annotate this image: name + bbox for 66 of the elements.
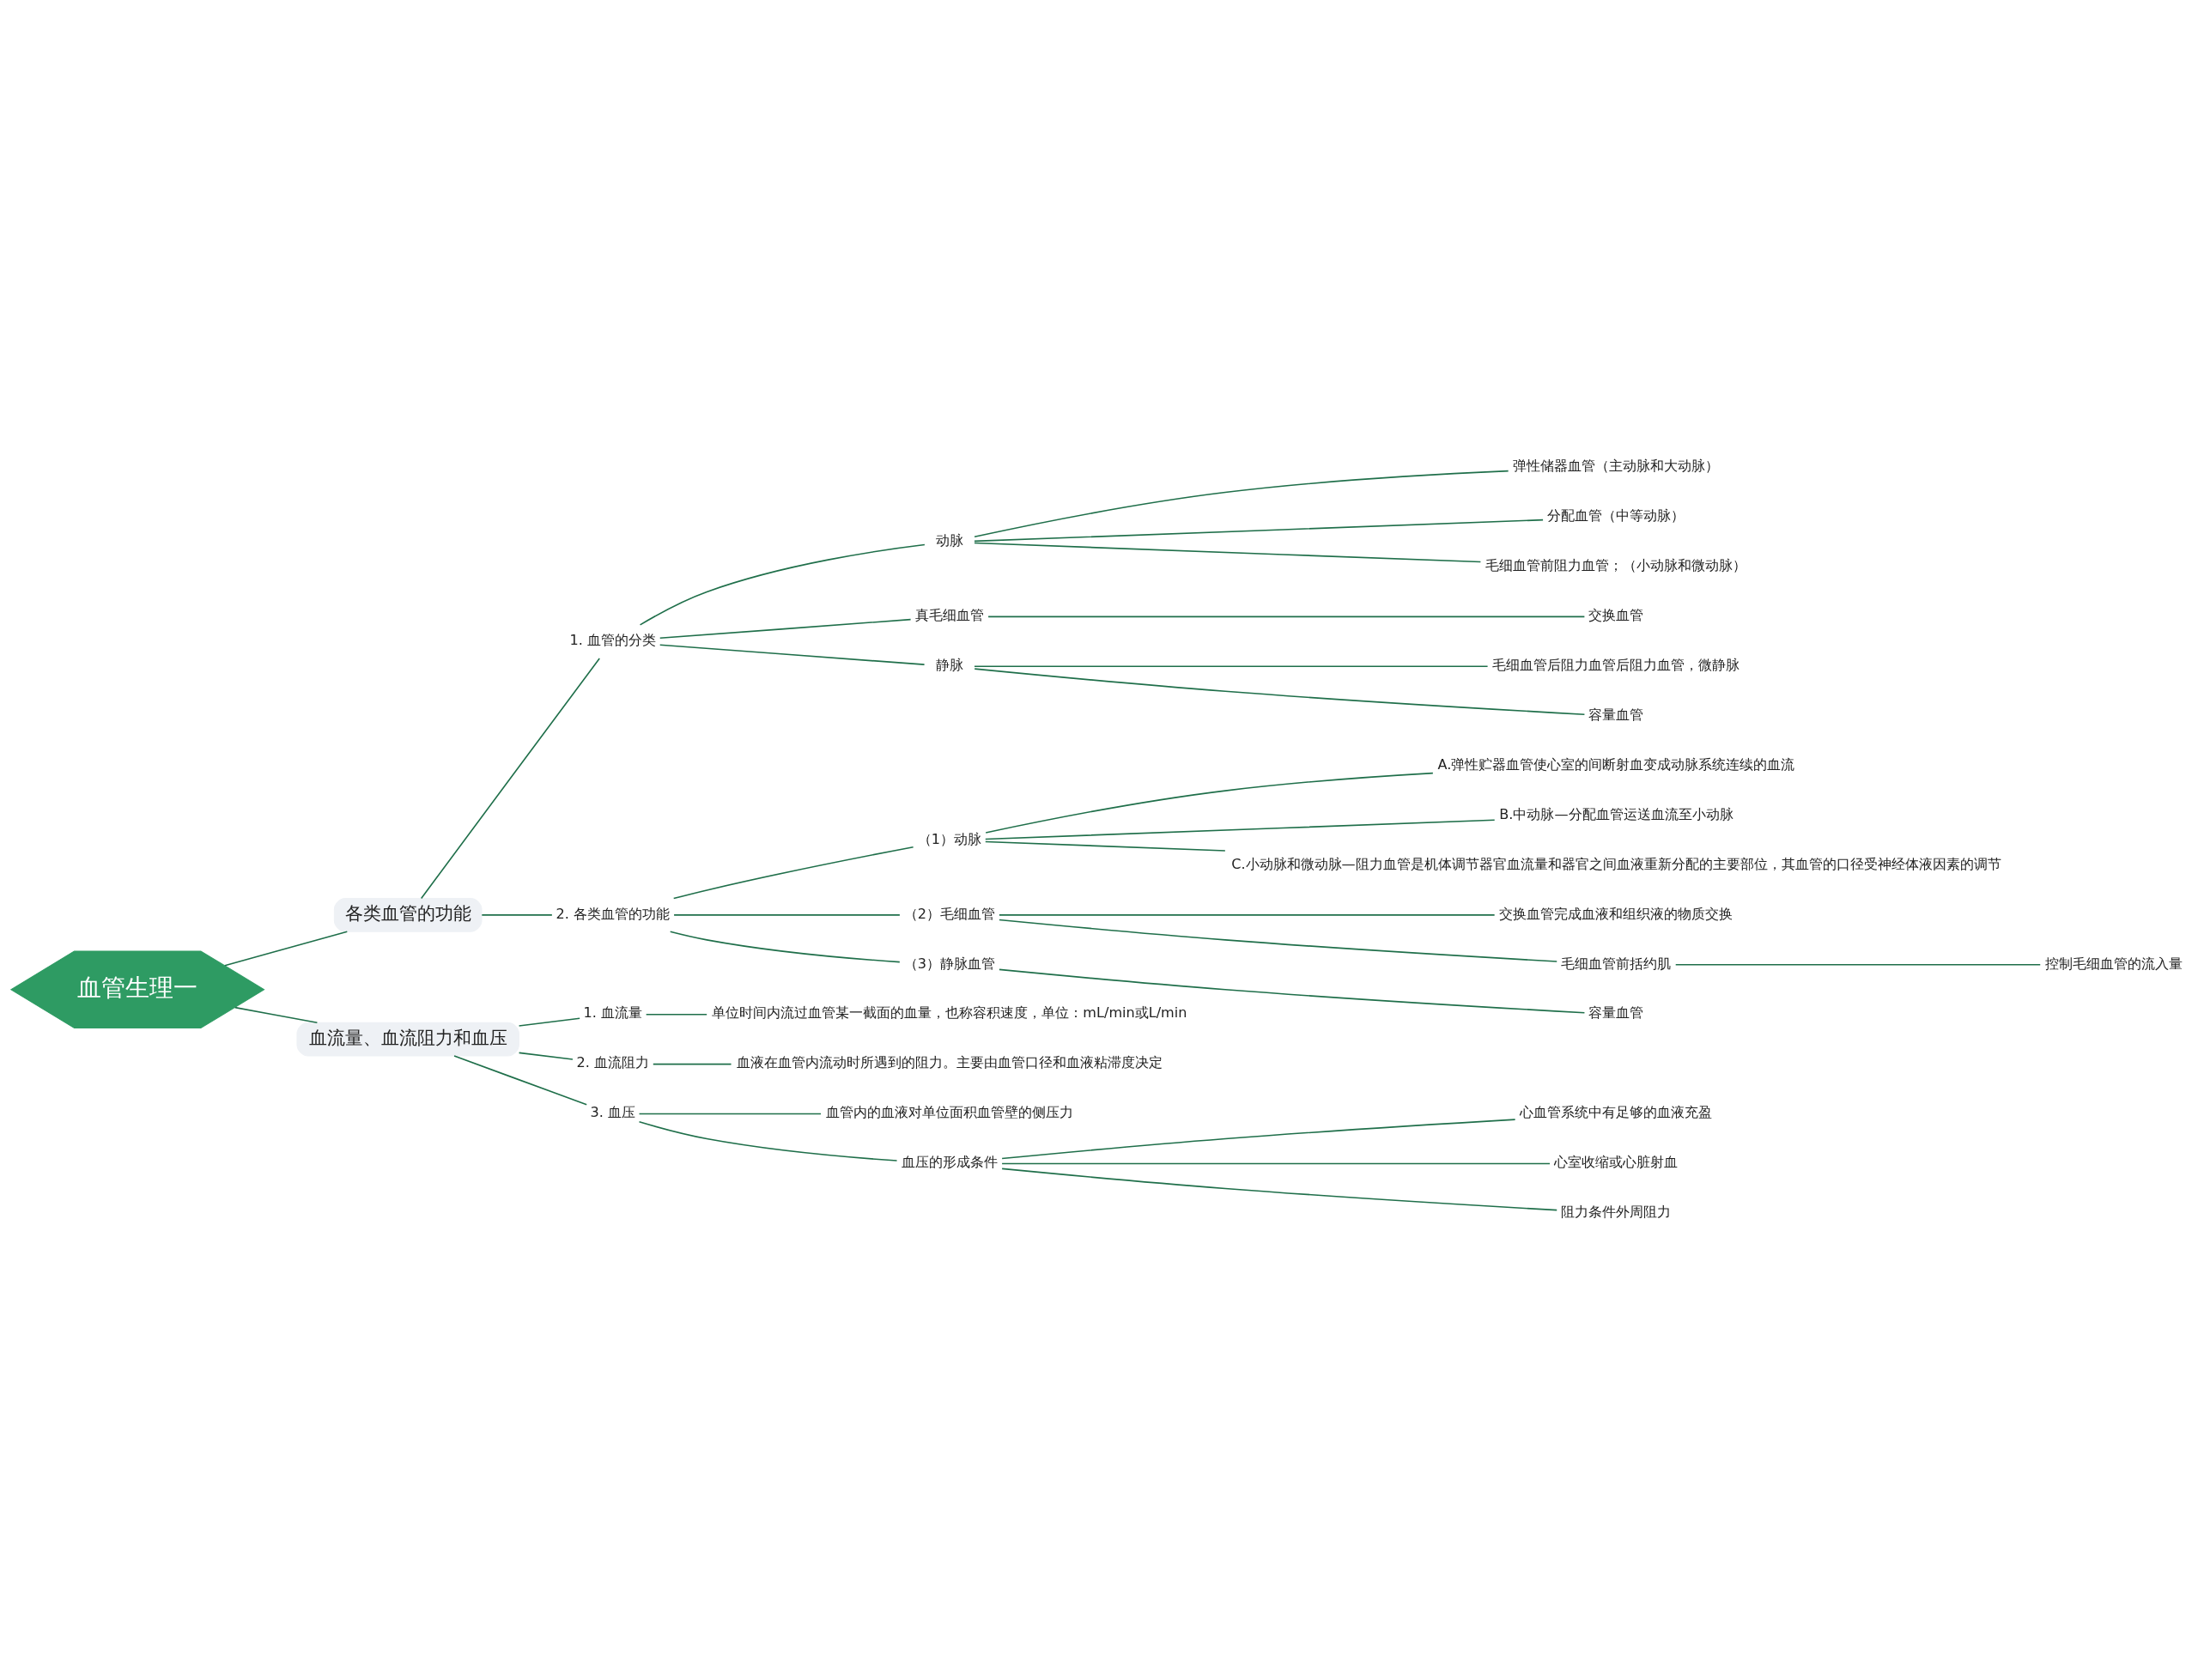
connector [974,470,1509,537]
connector [669,930,901,962]
node-text: 交换血管 [1588,606,1644,623]
connector [974,519,1544,542]
connector [974,664,1489,667]
node-text: 真毛细血管 [914,606,984,623]
node-text: 心室收缩或心脏射血 [1554,1153,1679,1170]
connector [985,772,1434,834]
connector [659,644,926,665]
connector [481,913,553,916]
node-text: 3. 血压 [590,1103,636,1120]
node-text: 毛细血管前括约肌 [1561,955,1672,972]
connector [672,846,914,899]
connector [638,1120,898,1161]
connector [518,1017,580,1027]
node-text: 弹性储器血管（主动脉和大动脉） [1513,457,1720,474]
connector [987,616,1586,617]
connector [999,968,1586,1014]
node-text: 血液在血管内流动时所遇到的阻力。主要由血管口径和血液粘滞度决定 [736,1053,1163,1070]
connector [420,657,601,899]
node-text: 血压的形成条件 [901,1153,998,1170]
connector [638,1113,822,1114]
connector [984,840,1226,852]
node-box: 血流量、血流阻力和血压 [296,1022,519,1057]
connector [673,913,901,916]
connector [653,1063,732,1064]
node-text: 阻力条件外周阻力 [1561,1203,1672,1220]
node-text: 容量血管 [1588,1004,1644,1021]
node-text: 毛细血管前阻力血管；（小动脉和微动脉） [1485,556,1747,573]
connector [518,1052,574,1060]
node-text: 静脉 [935,656,963,673]
connector [645,1013,707,1016]
connector [999,913,1496,916]
node-text: C.小动脉和微动脉—阻力血管是机体调节器官血流量和器官之间血液重新分配的主要部位，其血管的口径受神经体液因素的调节 [1231,855,2001,872]
node-text: 交换血管完成血液和组织液的物质交换 [1499,905,1734,922]
connector [453,1054,588,1105]
connector [974,667,1586,715]
node-text: B.中动脉—分配血管运送血流至小动脉 [1499,805,1734,822]
connector [974,542,1482,562]
node-text: 毛细血管后阻力血管后阻力血管，微静脉 [1492,656,1740,673]
node-text: （1）动脉 [917,830,981,847]
connector [1001,1118,1516,1159]
node-text: 分配血管（中等动脉） [1547,506,1685,524]
node-text: 1. 血管的分类 [569,631,657,648]
node-text: （2）毛细血管 [903,905,995,922]
node-text: 心血管系统中有足够的血液充盈 [1520,1103,1713,1120]
node-text: 1. 血流量 [583,1004,643,1021]
node-text: 单位时间内流过血管某一截面的血量，也称容积速度，单位：mL/min或L/min [712,1004,1187,1021]
connector [999,919,1558,962]
connector [639,543,926,626]
node-text: 动脉 [935,531,963,549]
node-text: 血管内的血液对单位面积血管壁的侧压力 [825,1103,1073,1120]
node-text: 2. 血流阻力 [576,1053,650,1070]
node-text: A.弹性贮器血管使心室的间断射血变成动脉系统连续的血流 [1437,755,1795,773]
node-box: 各类血管的功能 [333,897,483,932]
connector [234,1006,319,1023]
connector [1674,963,2042,966]
node-text: 容量血管 [1588,706,1644,723]
node-text: 控制毛细血管的流入量 [2044,955,2183,972]
node-text: 2. 各类血管的功能 [556,905,671,922]
connector [1001,1162,1551,1164]
connector [659,618,912,639]
connector [984,819,1496,840]
connector [224,930,349,967]
connector [1001,1168,1558,1210]
node-text: （3）静脉血管 [903,955,995,972]
